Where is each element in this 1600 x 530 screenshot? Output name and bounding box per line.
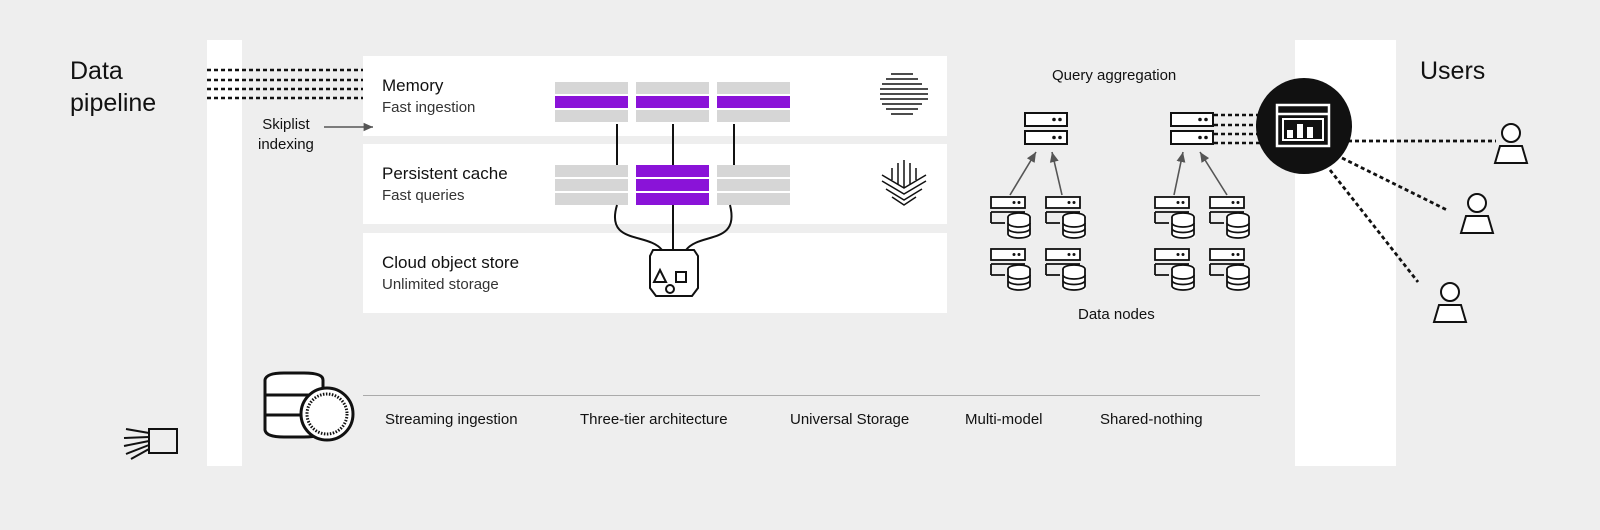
- object-bucket-icon: [649, 249, 699, 297]
- title-line: pipeline: [70, 89, 157, 117]
- tier-title: Memory: [382, 76, 444, 95]
- database-fan-icon: [263, 371, 355, 442]
- tier-subtitle: Fast queries: [382, 187, 465, 204]
- users-title: Users: [1420, 57, 1486, 85]
- memory-hexagon-icon: [880, 73, 928, 115]
- data-node-icon: [1045, 196, 1087, 239]
- aggregation-arrows: [1009, 151, 1228, 196]
- user-icon: [1460, 193, 1494, 234]
- user-icon: [1494, 123, 1528, 164]
- label-line: indexing: [258, 136, 314, 153]
- pipeline-source-icon: [123, 428, 178, 460]
- tier-connectors: [614, 124, 735, 251]
- tier-title: Persistent cache: [382, 164, 508, 183]
- tier-title: Cloud object store: [382, 253, 520, 272]
- feature-universal-storage: Universal Storage: [790, 411, 910, 428]
- tier-memory: Memory Fast ingestion: [363, 56, 947, 136]
- query-aggregation-label: Query aggregation: [1052, 67, 1177, 84]
- feature-multi-model: Multi-model: [965, 411, 1043, 428]
- feature-three-tier-architecture: Three-tier architecture: [580, 411, 728, 428]
- data-node-icon: [990, 196, 1032, 239]
- data-node-icon: [1045, 248, 1087, 291]
- tier-subtitle: Unlimited storage: [382, 276, 499, 293]
- aggregator-server-icon: [1170, 112, 1214, 145]
- user-icon: [1433, 282, 1467, 323]
- pipeline-lines: [207, 68, 363, 100]
- feature-streaming-ingestion: Streaming ingestion: [385, 411, 518, 428]
- label-line: Skiplist: [262, 116, 310, 133]
- cache-blocks: [555, 165, 790, 205]
- aggregator-server-icon: [1024, 112, 1068, 145]
- data-node-icon: [1209, 248, 1251, 291]
- title-line: Data: [70, 57, 123, 85]
- memory-blocks: [555, 82, 790, 122]
- feature-shared-nothing: Shared-nothing: [1100, 411, 1203, 428]
- skiplist-indexing-label: Skiplist indexing: [258, 115, 314, 155]
- app-to-user-lines: [1328, 139, 1496, 283]
- data-node-icon: [1154, 196, 1196, 239]
- cache-chevron-icon: [881, 160, 927, 206]
- data-pipeline-title: Data pipeline: [70, 55, 156, 119]
- data-node-icon: [990, 248, 1032, 291]
- feature-divider: [363, 395, 1260, 396]
- data-node-icon: [1154, 248, 1196, 291]
- data-nodes-label: Data nodes: [1078, 306, 1155, 323]
- dashboard-app-icon: [1256, 78, 1352, 174]
- tier-subtitle: Fast ingestion: [382, 99, 476, 116]
- data-node-icon: [1209, 196, 1251, 239]
- pipeline-column: [207, 40, 242, 466]
